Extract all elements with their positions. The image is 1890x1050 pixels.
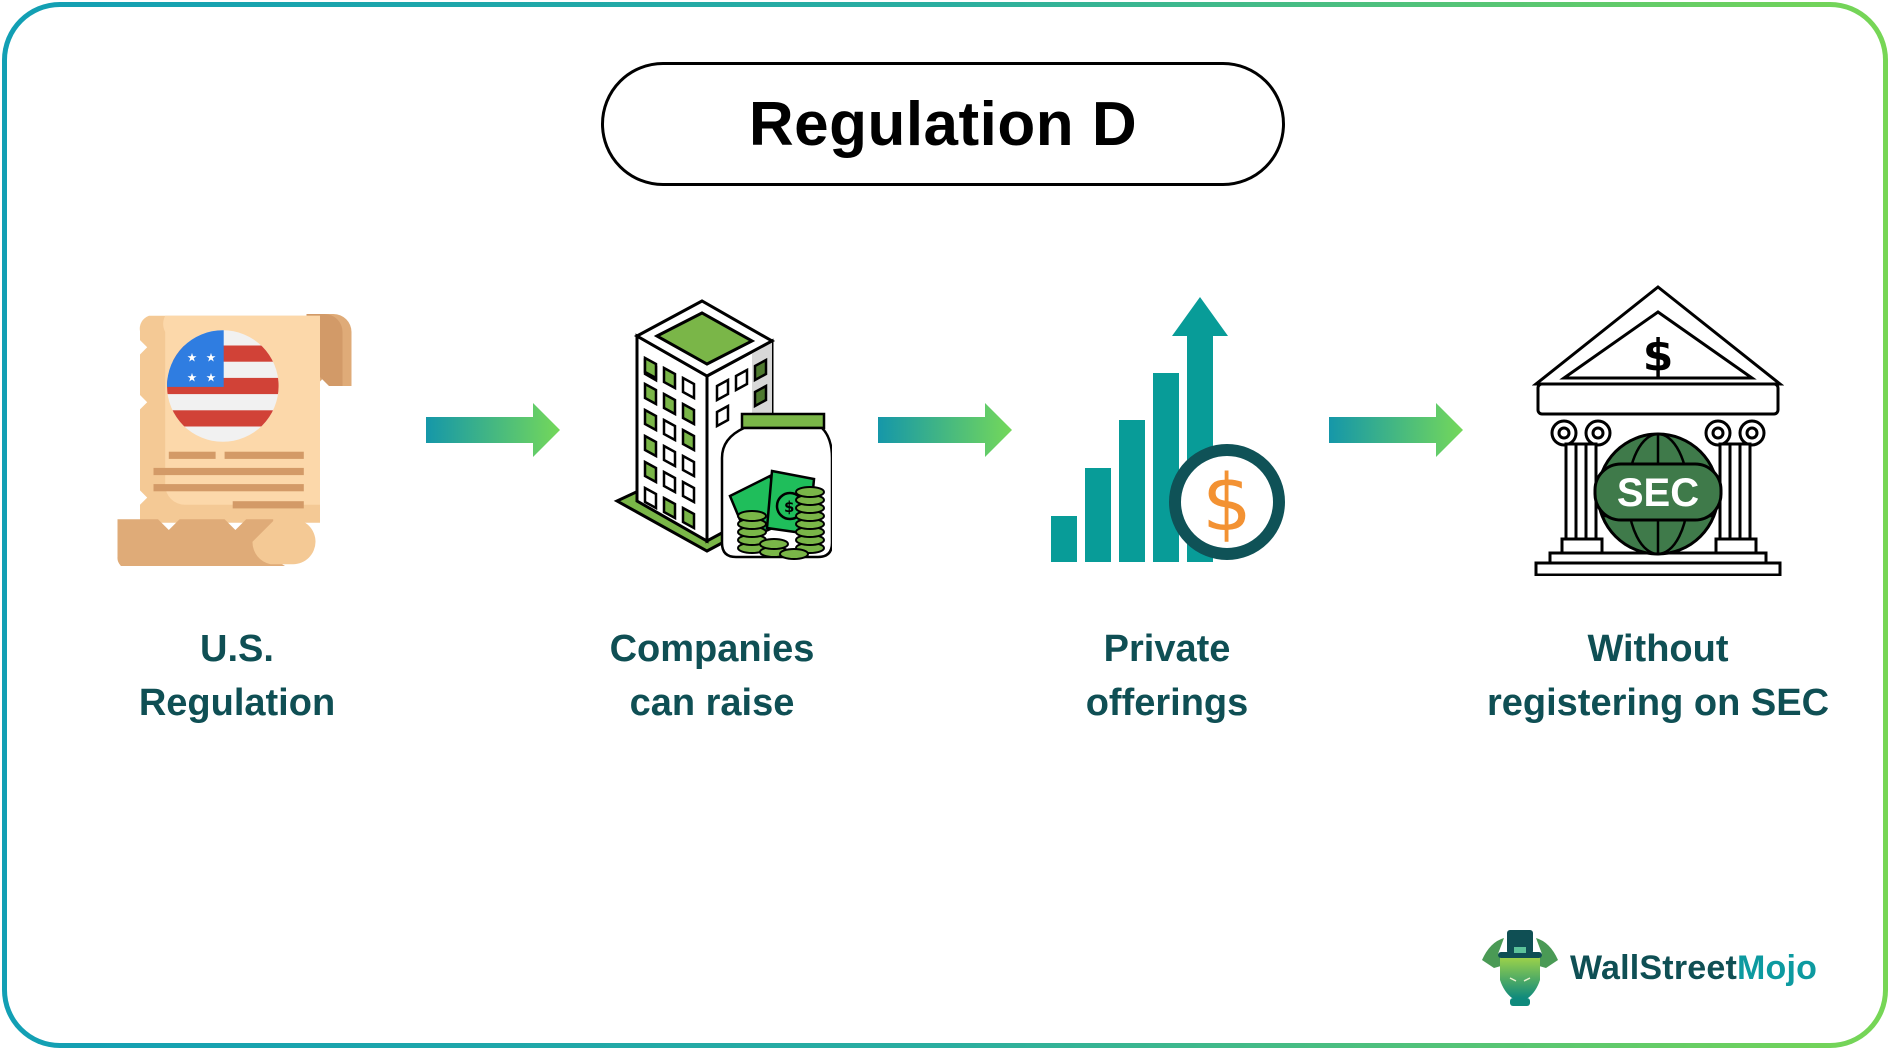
step-1-line-2: Regulation: [138, 682, 336, 724]
step-label-us-regulation: U.S. Regulation: [0, 622, 477, 730]
svg-text:★: ★: [206, 371, 216, 385]
step-2-line-1: Companies: [609, 628, 815, 670]
step-4-line-1: Without: [1587, 628, 1729, 670]
svg-text:$: $: [784, 498, 794, 516]
brand-name-part1: WallStreet: [1570, 948, 1738, 987]
step-1-line-1: U.S.: [200, 628, 274, 670]
arrow-right-icon: [426, 403, 560, 457]
step-2-line-2: can raise: [629, 682, 795, 724]
svg-text:★: ★: [206, 351, 216, 365]
step-3-line-2: offerings: [1085, 682, 1249, 724]
growth-chart-dollar-icon: $: [1051, 297, 1285, 562]
step-4-line-2: registering on SEC: [1486, 682, 1830, 724]
growth-bar-1: [1051, 516, 1077, 562]
pediment-dollar-symbol: $: [1643, 330, 1674, 381]
sec-badge-text: SEC: [1617, 471, 1699, 515]
arrow-right-icon: [1329, 403, 1463, 457]
step-3-line-1: Private: [1103, 628, 1231, 670]
growth-bar-2: [1085, 468, 1111, 562]
brand-name: WallStreetMojo: [1570, 949, 1817, 988]
svg-text:$: $: [1202, 459, 1252, 549]
brand-name-part2: Mojo: [1737, 948, 1818, 987]
bull-top-hat-icon: [1482, 930, 1558, 1006]
growth-bar-4: [1153, 373, 1179, 562]
growth-arrow-head: [1172, 297, 1228, 336]
sec-bank-building-icon: $ SEC: [1532, 285, 1784, 576]
svg-text:★: ★: [187, 351, 197, 365]
legal-scroll-us-flag-icon: ★ ★ ★ ★: [117, 314, 352, 566]
step-label-companies-can-raise: Companies can raise: [472, 622, 952, 730]
svg-text:★: ★: [187, 371, 197, 385]
arrow-right-icon: [878, 403, 1012, 457]
step-label-private-offerings: Private offerings: [927, 622, 1407, 730]
title-banner: Regulation D: [601, 62, 1285, 186]
page-title: Regulation D: [748, 89, 1138, 159]
wallstreetmojo-logo: WallStreetMojo: [1480, 928, 1817, 1008]
growth-bar-3: [1119, 420, 1145, 562]
building-money-jar-icon: $: [613, 299, 832, 560]
step-label-without-registering: Without registering on SEC: [1418, 622, 1890, 730]
